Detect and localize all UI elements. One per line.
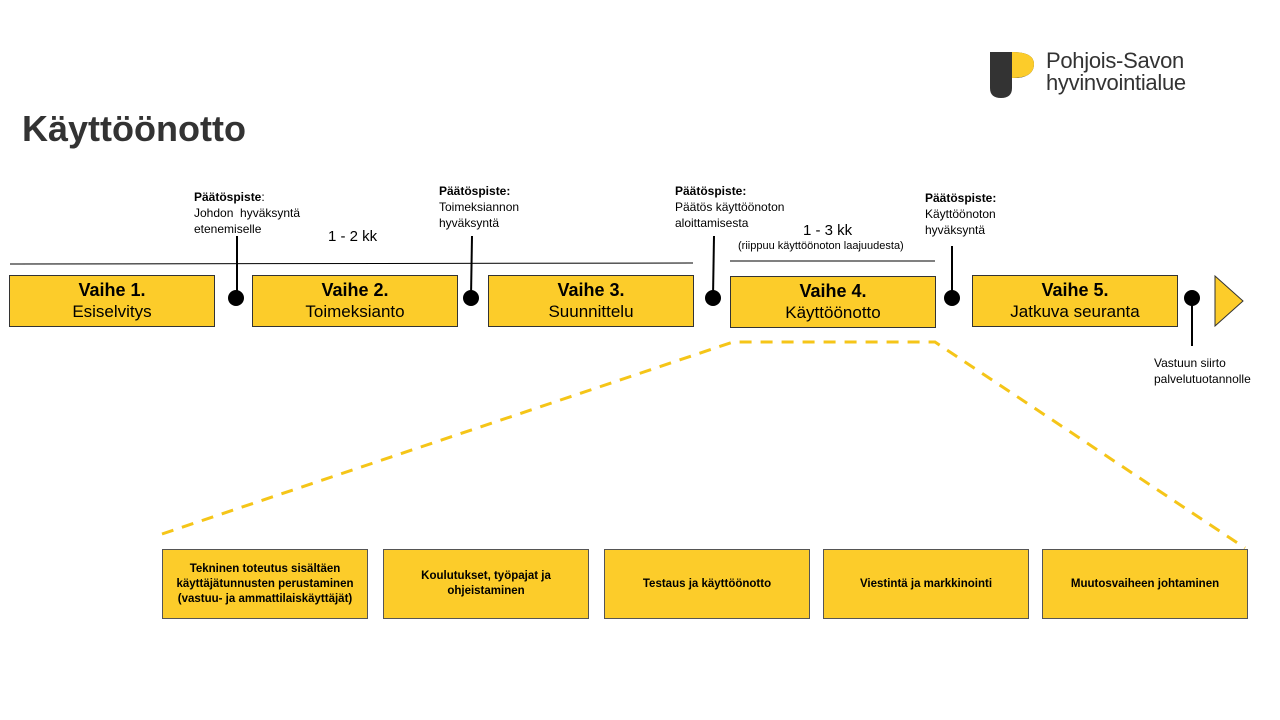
decision-point-label: Päätöspiste (194, 190, 262, 204)
phase-number: Vaihe 1. (78, 280, 146, 300)
phase-number: Vaihe 5. (1041, 280, 1109, 300)
phase-box-5: Vaihe 5. Jatkuva seuranta (972, 275, 1178, 327)
decision-point-text: aloittamisesta (675, 216, 749, 230)
handover-label: Vastuun siirto palvelutuotannolle (1154, 355, 1251, 387)
phase-number: Vaihe 3. (557, 280, 625, 300)
organization-name-line2: hyvinvointialue (1046, 70, 1186, 95)
decision-point-text: Johdon hyväksyntä (194, 206, 301, 220)
decision-point-label: Päätöspiste: (439, 184, 511, 198)
task-box-4: Viestintä ja markkinointi (823, 549, 1029, 619)
decision-dot-1 (228, 290, 244, 306)
page-title: Käyttöönotto (22, 108, 246, 149)
phase-box-4: Vaihe 4. Käyttöönotto (730, 276, 936, 328)
decision-dot-4 (944, 290, 960, 306)
duration-label-1: 1 - 2 kk (328, 228, 378, 245)
duration-note-2: (riippuu käyttöönoton laajuudesta) (738, 240, 904, 252)
phase4-expansion-outline (161, 340, 1246, 550)
organization-logo (988, 50, 1040, 100)
phase-box-1: Vaihe 1. Esiselvitys (9, 275, 215, 327)
organization-name-line1: Pohjois-Savon (1046, 48, 1184, 73)
handover-text: palvelutuotannolle (1154, 372, 1251, 386)
task-box-3: Testaus ja käyttöönotto (604, 549, 810, 619)
decision-point-label: Päätöspiste: (675, 184, 747, 198)
phase-name: Toimeksianto (305, 302, 405, 321)
decision-dot-2 (463, 290, 479, 306)
decision-point-label: Päätöspiste: (925, 191, 997, 205)
timeline-arrow-icon (1214, 274, 1244, 328)
duration-label-2: 1 - 3 kk (803, 222, 853, 239)
organization-logo-icon (990, 52, 1034, 98)
decision-point-text: Toimeksiannon (439, 200, 520, 214)
phase-box-3: Vaihe 3. Suunnittelu (488, 275, 694, 327)
organization-name: Pohjois-Savon hyvinvointialue (1046, 50, 1186, 94)
decision-connector-2 (470, 235, 473, 298)
decision-point-text: Käyttöönoton (925, 207, 996, 221)
decision-point-text: hyväksyntä (925, 223, 986, 237)
decision-point-2: Päätöspiste: Toimeksiannon hyväksyntä (439, 183, 519, 231)
decision-dot-3 (705, 290, 721, 306)
phase-name: Suunnittelu (548, 302, 634, 321)
phase-number: Vaihe 4. (799, 281, 867, 301)
phase-box-2: Vaihe 2. Toimeksianto (252, 275, 458, 327)
handover-dot (1184, 290, 1200, 306)
phase-name: Käyttöönotto (785, 303, 881, 322)
phase-name: Esiselvitys (72, 302, 152, 321)
decision-point-text: Päätös käyttöönoton (675, 200, 785, 214)
decision-point-colon: : (261, 190, 265, 204)
phase-name: Jatkuva seuranta (1010, 302, 1140, 321)
phase-number: Vaihe 2. (321, 280, 389, 300)
decision-point-text: hyväksyntä (439, 216, 500, 230)
task-box-1: Tekninen toteutus sisältäen käyttäjätunn… (162, 549, 368, 619)
task-box-5: Muutosvaiheen johtaminen (1042, 549, 1248, 619)
task-box-2: Koulutukset, työpajat ja ohjeistaminen (383, 549, 589, 619)
decision-point-1: Päätöspiste: Johdon hyväksyntä etenemise… (194, 189, 300, 237)
decision-point-4: Päätöspiste: Käyttöönoton hyväksyntä (925, 190, 996, 238)
decision-point-3: Päätöspiste: Päätös käyttöönoton aloitta… (675, 183, 784, 231)
timeline-line-left (9, 262, 694, 265)
decision-point-text: etenemiselle (194, 222, 262, 236)
handover-text: Vastuun siirto (1154, 356, 1226, 370)
decision-connector-3 (712, 235, 715, 298)
